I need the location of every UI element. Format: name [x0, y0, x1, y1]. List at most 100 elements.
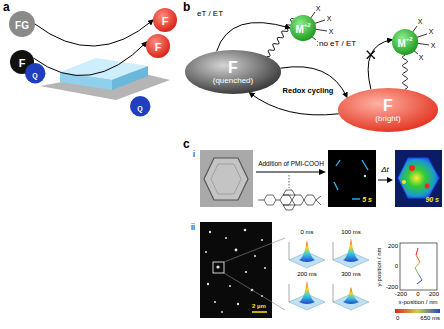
node-fill	[392, 29, 418, 55]
figure-label: 100 ms	[341, 229, 361, 235]
svg-line	[333, 242, 334, 260]
svg-circle	[261, 239, 263, 241]
svg-polygon	[398, 158, 439, 198]
figure-label: 90 s	[425, 196, 439, 203]
node-text: F	[375, 98, 400, 114]
svg-line	[416, 248, 418, 255]
svg-line	[333, 284, 334, 302]
svg-polygon	[387, 177, 393, 183]
linker-line	[403, 55, 408, 89]
transfer-arrow	[280, 67, 347, 98]
svg-line	[362, 160, 368, 170]
single-molecule-image	[200, 222, 272, 318]
node-subtext: (bright)	[375, 115, 400, 123]
figure-label: 200 ms	[297, 271, 317, 277]
svg-circle	[205, 251, 207, 253]
svg-rect	[395, 150, 442, 207]
figure-label: Addition of PMI-COOH	[258, 161, 324, 168]
node-fill	[290, 15, 316, 41]
figure-label: 0	[416, 291, 419, 297]
node-label: F	[155, 38, 162, 54]
fluorescence-image-early	[328, 150, 376, 207]
node-label: Q	[32, 65, 37, 81]
node-fill	[338, 88, 438, 132]
svg-polygon	[292, 195, 304, 205]
svg-circle	[216, 265, 219, 268]
figure-label: X	[431, 42, 436, 49]
figure-label: X	[329, 28, 334, 35]
svg-rect	[328, 150, 376, 207]
edge-label: eT / ET	[196, 10, 224, 18]
charge-superscript: +2	[406, 36, 413, 42]
svg-rect	[200, 150, 253, 207]
molecule-circle: FG	[9, 11, 35, 37]
svg-circle	[425, 184, 430, 189]
svg-line	[316, 200, 321, 205]
svg-g	[415, 248, 422, 284]
crystal	[40, 58, 170, 100]
molecule-circle: F	[153, 8, 177, 32]
svg-line	[416, 255, 420, 262]
svg-line	[252, 311, 267, 313]
svg-circle	[409, 165, 415, 171]
svg-circle	[209, 231, 211, 233]
trajectory-plot	[395, 243, 440, 313]
molecule-circle: F	[146, 34, 170, 58]
node-fill	[153, 8, 177, 32]
svg-line	[352, 198, 360, 199]
reaction-arrow	[256, 169, 326, 175]
figure-label: 650 ms	[420, 315, 440, 321]
svg-circle	[245, 271, 247, 273]
figure-label: X	[418, 18, 423, 25]
figure-label: -200	[395, 291, 407, 297]
transfer-arrow	[35, 20, 153, 46]
svg-circle	[229, 285, 231, 287]
svg-line	[419, 275, 422, 280]
svg-line	[289, 242, 290, 260]
svg-rect	[213, 262, 224, 273]
svg-path	[343, 287, 359, 304]
node-label: F(quenched)	[213, 60, 253, 85]
node-label: FG	[15, 16, 29, 32]
figure-label: x-position / nm	[398, 299, 437, 305]
svg-line	[258, 200, 264, 201]
node-text: M	[295, 24, 303, 35]
svg-rect	[400, 243, 437, 290]
svg-line	[415, 268, 419, 275]
node-fill	[185, 50, 281, 94]
node-text: Q	[137, 105, 142, 112]
figure-label: i	[193, 150, 195, 159]
metal-circle: M+2	[392, 29, 418, 55]
molecule-circle: Q	[130, 96, 150, 116]
svg-polygon	[280, 195, 292, 205]
figure-label: 200	[429, 291, 439, 297]
svg-circle	[264, 267, 266, 269]
figure-label: b	[183, 1, 190, 13]
svg-polygon	[319, 169, 326, 175]
svg-line	[415, 262, 420, 268]
svg-circle	[237, 303, 239, 305]
svg-circle	[235, 249, 238, 252]
node-text: F	[213, 60, 253, 76]
figure-label: Δt	[381, 166, 389, 174]
svg-line	[316, 196, 321, 200]
svg-polygon	[304, 195, 316, 205]
figure-label: 0	[396, 315, 399, 321]
svg-rect	[200, 222, 272, 318]
zoom-lines	[224, 238, 285, 310]
metal-circle: M+2	[290, 15, 316, 41]
node-text: F	[155, 41, 162, 53]
svg-line	[289, 284, 290, 302]
svg-circle	[214, 301, 216, 303]
node-text: F	[162, 15, 169, 27]
peak-plot	[333, 238, 369, 268]
molecule-circle: Q	[25, 63, 45, 83]
dt-arrow	[378, 177, 393, 183]
svg-line	[224, 273, 285, 310]
node-text: FG	[15, 20, 29, 31]
svg-path	[343, 238, 359, 262]
svg-circle	[244, 229, 247, 232]
node-text: Q	[32, 72, 37, 79]
figure-label: -200	[386, 284, 398, 290]
node-fill	[130, 96, 150, 116]
